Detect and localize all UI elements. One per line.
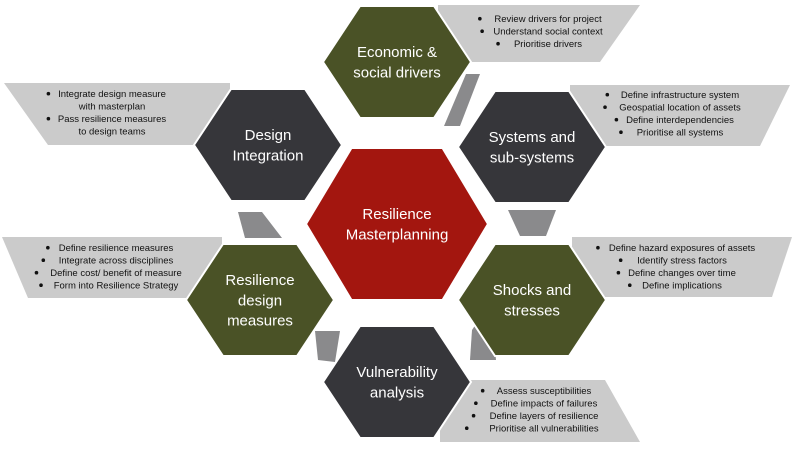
hex-systems-shape [456,90,608,204]
hex-resilience-design-label: measures [227,313,293,330]
hex-resilience-design-label: design [238,292,282,309]
bullet-dot [464,426,469,431]
hex-design-integration-label: Integration [233,147,304,164]
bullet-dot [480,388,485,393]
hex-shocks-label: Shocks and [493,282,571,299]
panel-design-integration-bullet: Pass resilience measures [58,114,166,125]
panel-resilience-design-background [2,237,222,298]
panel-shocks-bullet: Define implications [642,281,722,292]
hex-economic-label: social drivers [353,64,441,81]
bullet-dot [39,283,43,288]
panel-shocks-bullet: Identify stress factors [637,256,727,267]
panel-resilience-design-bullet: Define resilience measures [59,243,174,254]
connector-rd-di [238,212,282,238]
panel-design-integration-background [4,83,230,145]
hex-economic: Economic & social drivers [321,5,473,119]
bullet-dot [46,91,51,96]
bullet-dot [605,92,610,97]
hex-resilience-design-label: Resilience [225,272,294,289]
hex-shocks-label: stresses [504,302,560,319]
panel-resilience-design-bullet: Integrate across disciplines [59,256,174,267]
hex-vulnerability-shape [321,325,473,439]
panel-shocks-background [572,237,792,297]
hex-resilience-design: Resilience design measures [184,243,336,357]
bullet-dot [627,283,632,288]
panel-resilience-design-bullet: Form into Resilience Strategy [54,281,179,292]
hex-center-shape [304,147,490,301]
bullet-dot [480,29,484,33]
bullet-dot [616,270,621,275]
hex-vulnerability-label: analysis [370,384,424,401]
hex-resilience-design-shape [184,243,336,357]
hex-design-integration-shape [192,88,344,202]
bullet-dot [496,41,500,46]
hex-center-label: Masterplanning [346,226,449,243]
hex-economic-shape [321,5,473,119]
hex-vulnerability: Vulnerability analysis [321,325,473,439]
hex-shocks-shape [456,243,608,357]
hex-systems: Systems and sub-systems [456,90,608,204]
bullet-dot [474,401,478,406]
bullet-dot [471,413,476,418]
bullet-dot [46,116,51,121]
panel-systems-background [570,85,790,146]
hex-economic-label: Economic & [357,44,437,61]
panel-economic-bullet: Review drivers for project [494,14,602,25]
panel-shocks-bullet: Define changes over time [628,268,736,279]
panel-vulnerability-background [440,380,640,442]
panel-design-integration: Integrate design measure with masterplanP… [4,83,230,145]
hex-systems-label: Systems and [489,129,576,146]
panel-economic-background [438,5,640,62]
bullet-dot [34,270,39,275]
panel-vulnerability-bullet: Prioritise all vulnerabilities [489,424,599,435]
bullet-dot [46,245,50,250]
panel-vulnerability-bullet: Define impacts of failures [491,399,598,410]
panel-systems-bullet: Define interdependencies [626,115,734,126]
bullet-dot [619,130,623,134]
panel-systems-bullet: Define infrastructure system [621,90,739,101]
connector-eco-sys [444,74,480,126]
panel-vulnerability-bullet: Define layers of resilience [490,411,599,422]
hex-design-integration-label: Design [245,127,292,144]
panel-economic-bullet: Prioritise drivers [514,39,582,50]
panel-resilience-design-bullet: Define cost/ benefit of measure [50,268,182,279]
panel-vulnerability-bullet: Assess susceptibilities [497,386,592,397]
hex-vulnerability-label: Vulnerability [356,364,438,381]
bullet-dot [614,117,619,122]
bullet-dot [618,258,623,263]
panel-shocks-bullet: Define hazard exposures of assets [609,243,756,254]
hex-shocks: Shocks and stresses [456,243,608,357]
bullet-dot [603,105,607,109]
panel-design-integration-bullet: Integrate design measure [58,89,166,100]
panel-economic-bullet: Understand social context [493,27,603,38]
panel-shocks: Define hazard exposures of assetsIdentif… [572,237,792,297]
bullet-dot [596,245,600,250]
panel-design-integration-bullet: with masterplan [78,102,146,113]
panel-design-integration-bullet: to design teams [78,127,145,138]
connector-sys-shock [508,210,556,236]
hex-center-label: Resilience [362,206,431,223]
connector-vul-rd [315,331,340,362]
panel-systems-bullet: Geospatial location of assets [619,103,741,114]
bullet-dot [41,258,46,263]
bullet-dot [478,16,482,21]
panel-systems-bullet: Prioritise all systems [637,128,724,139]
hex-systems-label: sub-systems [490,149,574,166]
